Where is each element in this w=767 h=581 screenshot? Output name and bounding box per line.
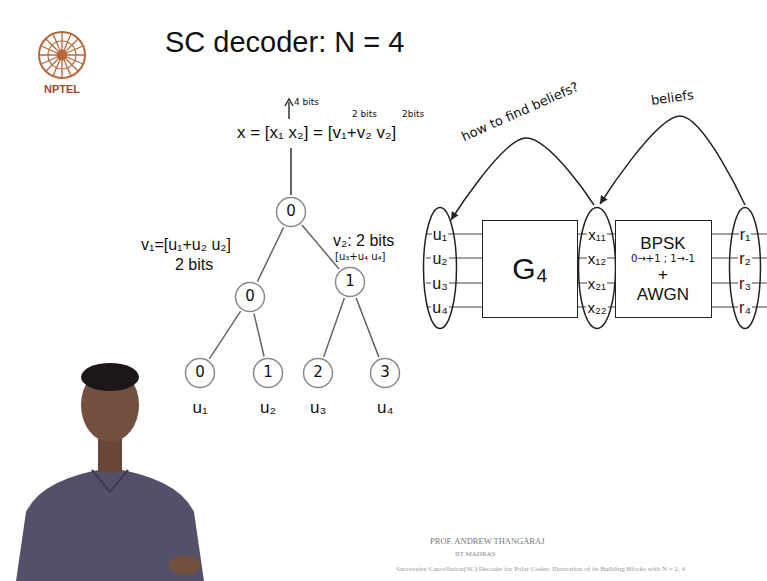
text-row: u₃ <box>422 274 458 293</box>
outline <box>186 359 215 388</box>
tree-edge <box>254 314 264 357</box>
text-row: x₁₂ <box>577 249 617 268</box>
outline <box>579 208 616 329</box>
bit-name: u₂ <box>431 250 448 267</box>
box-label: BPSK <box>640 234 685 254</box>
handwritten-note: [u₃+u₄ u₄] <box>335 251 385 263</box>
emblem-spokes <box>39 32 85 78</box>
size-note: 2 bits <box>175 256 213 274</box>
edge-label: beliefs <box>648 87 696 108</box>
received-group: r₁ r₂ r₃ r₄ <box>728 206 762 330</box>
tree-node: 1 <box>334 266 366 298</box>
node-index: 1 <box>263 364 273 381</box>
equation: x = [x₁ x₂] = [v₁+v₂ v₂] <box>237 123 396 143</box>
output-line <box>290 148 292 195</box>
belief-arrow <box>600 116 745 205</box>
edge-label: how to find beliefs? <box>457 79 582 146</box>
bit-name: u₁ <box>432 226 448 243</box>
bit-name: u₃ <box>431 275 448 292</box>
emblem-ring <box>39 32 85 78</box>
outline <box>277 198 306 227</box>
text-row: r₁ <box>728 225 762 244</box>
node-index: 0 <box>245 288 255 305</box>
box-label: 0→+1 ; 1→-1 <box>631 253 695 265</box>
box-label: AWGN <box>637 285 689 305</box>
bit-name: x₁₁ <box>587 226 607 243</box>
text-row: u₄ <box>422 298 458 317</box>
signal-wires <box>426 234 767 307</box>
bit-name: x₂₁ <box>587 275 607 292</box>
institute: IIT MADRAS <box>455 550 496 558</box>
tree-node: 0 <box>184 357 216 389</box>
node-index: 2 <box>313 364 323 381</box>
outline <box>236 283 265 312</box>
channel-box: BPSK0→+1 ; 1→-1+AWGN <box>615 220 712 318</box>
bit-name: u₁ <box>193 398 208 418</box>
outline <box>371 359 400 388</box>
codeword-group: x₁₁ x₁₂ x₂₁ x₂₂ <box>577 206 617 330</box>
handwritten-note: 2 bits <box>352 109 377 119</box>
equation: v₂: 2 bits <box>333 232 394 250</box>
text-row: x₁₁ <box>577 225 617 244</box>
text-row: x₂₂ <box>577 298 617 317</box>
lecturer-name: PROF. ANDREW THANGARAJ <box>430 537 544 547</box>
bit-name: r₃ <box>738 275 752 292</box>
tree-edge <box>324 298 345 357</box>
bit-name: r₂ <box>738 250 752 267</box>
bit-name: r₁ <box>739 226 752 243</box>
text-row: r₃ <box>728 274 762 293</box>
text-row: x₂₁ <box>577 274 617 293</box>
output-arrow <box>285 99 293 195</box>
outline <box>730 208 761 329</box>
node-index: 0 <box>286 203 296 220</box>
text-row: r₄ <box>728 298 762 317</box>
box-label: + <box>658 265 668 285</box>
text-row: u₁ <box>422 225 458 244</box>
tree-edge <box>209 311 240 359</box>
node-index: 3 <box>380 364 390 381</box>
handwritten-note: 4 bits <box>294 97 319 107</box>
belief-arrow <box>451 138 594 220</box>
hair <box>81 363 139 391</box>
text-row: r₂ <box>728 249 762 268</box>
tree-edge <box>257 227 283 281</box>
tree-node: 1 <box>252 357 284 389</box>
outline <box>336 268 365 297</box>
arrow-head <box>285 99 293 106</box>
handwritten-arrow <box>288 102 290 119</box>
outline <box>304 359 333 388</box>
lecture-caption: Successive Cancellation(SC) Decoder for … <box>396 565 685 573</box>
tree-edge <box>356 298 379 357</box>
slide-title: SC decoder: N = 4 <box>165 26 404 59</box>
nptel-emblem <box>39 32 85 78</box>
bit-name: r₄ <box>738 299 752 316</box>
bit-name: u₃ <box>310 398 326 418</box>
tree-node: 0 <box>275 196 307 228</box>
node-index: 1 <box>345 273 355 290</box>
transform-box: G₄ <box>482 220 578 318</box>
node-index: 0 <box>195 364 205 381</box>
bit-name: u₂ <box>260 398 276 418</box>
handwritten-note: 2bits <box>402 109 424 119</box>
bit-name: x₁₂ <box>587 250 607 267</box>
shirt <box>16 468 204 581</box>
logo-text: NPTEL <box>44 83 80 96</box>
outline <box>254 359 283 388</box>
bit-group: u₁ u₂ u₃ u₄ <box>422 206 458 330</box>
lecturer <box>16 363 204 581</box>
outline <box>424 208 457 329</box>
collar <box>92 470 128 492</box>
hand <box>169 555 201 575</box>
box-label: G₄ <box>512 252 548 287</box>
equation: v₁=[u₁+u₂ u₂] <box>141 236 231 254</box>
bit-name: x₂₂ <box>586 299 607 316</box>
tree-node: 0 <box>234 281 266 313</box>
connectors <box>209 116 745 359</box>
tree-node: 2 <box>302 357 334 389</box>
bit-name: u₄ <box>431 299 448 316</box>
text-row: u₂ <box>422 249 458 268</box>
bit-name: u₄ <box>377 398 393 418</box>
tree-node: 3 <box>369 357 401 389</box>
